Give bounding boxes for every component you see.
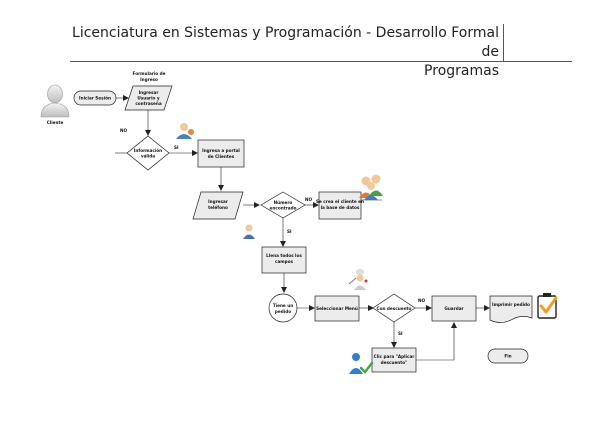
se-crea-cliente-line1: Se crea el cliente en xyxy=(316,199,364,204)
connector xyxy=(416,322,457,361)
page-header: Licenciatura en Sistemas y Programación … xyxy=(0,0,600,79)
node-guardar: Guardar xyxy=(431,295,477,322)
formulario-label-line1: Formulario de xyxy=(133,71,166,76)
node-tiene-pedido: Tiene un pedido xyxy=(268,293,298,323)
label-si-1: SI xyxy=(174,145,179,150)
label-no-1: NO xyxy=(120,128,128,133)
numero-encontrado-line1: Número xyxy=(274,200,293,205)
agent-icon xyxy=(243,224,255,239)
fin-label: Fin xyxy=(504,354,511,359)
tiene-pedido-line2: pedido xyxy=(275,309,291,314)
node-llena-campos: Llena todos los campos xyxy=(261,246,307,274)
node-se-crea-cliente: Se crea el cliente en la base de datos xyxy=(316,191,364,220)
guardar-label: Guardar xyxy=(444,306,464,311)
node-fin: Fin xyxy=(487,348,529,364)
seleccionar-menu-label: Seleccionar Menú xyxy=(316,306,358,311)
imprimir-pedido-label: Imprimir pedido xyxy=(492,302,530,307)
se-crea-cliente-line2: la base de datos xyxy=(321,205,360,210)
node-iniciar-sesion: Iniciar Sesión xyxy=(73,90,117,106)
node-ingresar-telefono: Ingresar teléfono xyxy=(192,191,244,220)
label-si-3: SI xyxy=(398,331,403,336)
node-seleccionar-menu: Seleccionar Menú xyxy=(314,295,360,322)
node-imprimir-pedido: Imprimir pedido xyxy=(489,295,533,323)
informacion-valida-line1: Información xyxy=(134,148,162,153)
clipboard-check-icon xyxy=(537,293,558,319)
label-no-3: NO xyxy=(418,298,426,303)
header-vertical-rule xyxy=(503,24,504,62)
decision-informacion-valida: Información válida xyxy=(126,135,170,171)
label-no-2: NO xyxy=(305,197,313,202)
ingresar-usuario-line3: contraseña xyxy=(135,101,162,106)
page-title-line1: Licenciatura en Sistemas y Programación … xyxy=(72,25,499,60)
decision-numero-encontrado: Número encontrado xyxy=(260,191,306,219)
iniciar-sesion-label: Iniciar Sesión xyxy=(79,96,111,101)
formulario-label-line2: Ingreso xyxy=(140,77,158,82)
llena-campos-line1: Llena todos los xyxy=(266,253,302,258)
con-descuento-label: Con descuento xyxy=(377,306,412,311)
chef-icon xyxy=(348,269,368,290)
node-ingresar-usuario: Ingresar Usuario y contraseña xyxy=(124,85,173,111)
ingresar-usuario-line2: Usuario y xyxy=(137,96,160,101)
group-icon xyxy=(359,174,383,200)
numero-encontrado-line2: encontrado xyxy=(270,206,297,211)
node-clic-aplicar-descuento: Clic para "Aplicar descuento" xyxy=(371,347,417,373)
actor-cliente: Cliente xyxy=(40,84,70,125)
actor-label: Cliente xyxy=(47,120,64,125)
ingresar-telefono-line1: Ingresar xyxy=(208,199,229,204)
ingresa-portal-line1: Ingresa a portal xyxy=(202,148,240,153)
tiene-pedido-line1: Tiene un xyxy=(273,303,293,308)
llena-campos-line2: campos xyxy=(275,259,294,264)
informacion-valida-line2: válida xyxy=(141,154,155,159)
person-icon xyxy=(40,84,70,118)
ingresar-telefono-line2: teléfono xyxy=(208,205,228,210)
node-ingresa-portal: Ingresa a portal de Clientes xyxy=(197,139,245,168)
page-title-line2: Programas xyxy=(424,63,499,79)
clic-aplicar-line2: descuento" xyxy=(381,360,408,365)
ingresa-portal-line2: de Clientes xyxy=(208,154,235,159)
page-title: Licenciatura en Sistemas y Programación … xyxy=(59,24,499,81)
label-si-2: SI xyxy=(287,229,292,234)
user-check-icon xyxy=(349,353,374,374)
decision-con-descuento: Con descuento xyxy=(372,293,416,323)
header-horizontal-rule xyxy=(70,61,572,62)
user-icon xyxy=(176,123,194,139)
ingresar-usuario-line1: Ingresar xyxy=(139,90,160,95)
clic-aplicar-line1: Clic para "Aplicar xyxy=(374,354,416,359)
